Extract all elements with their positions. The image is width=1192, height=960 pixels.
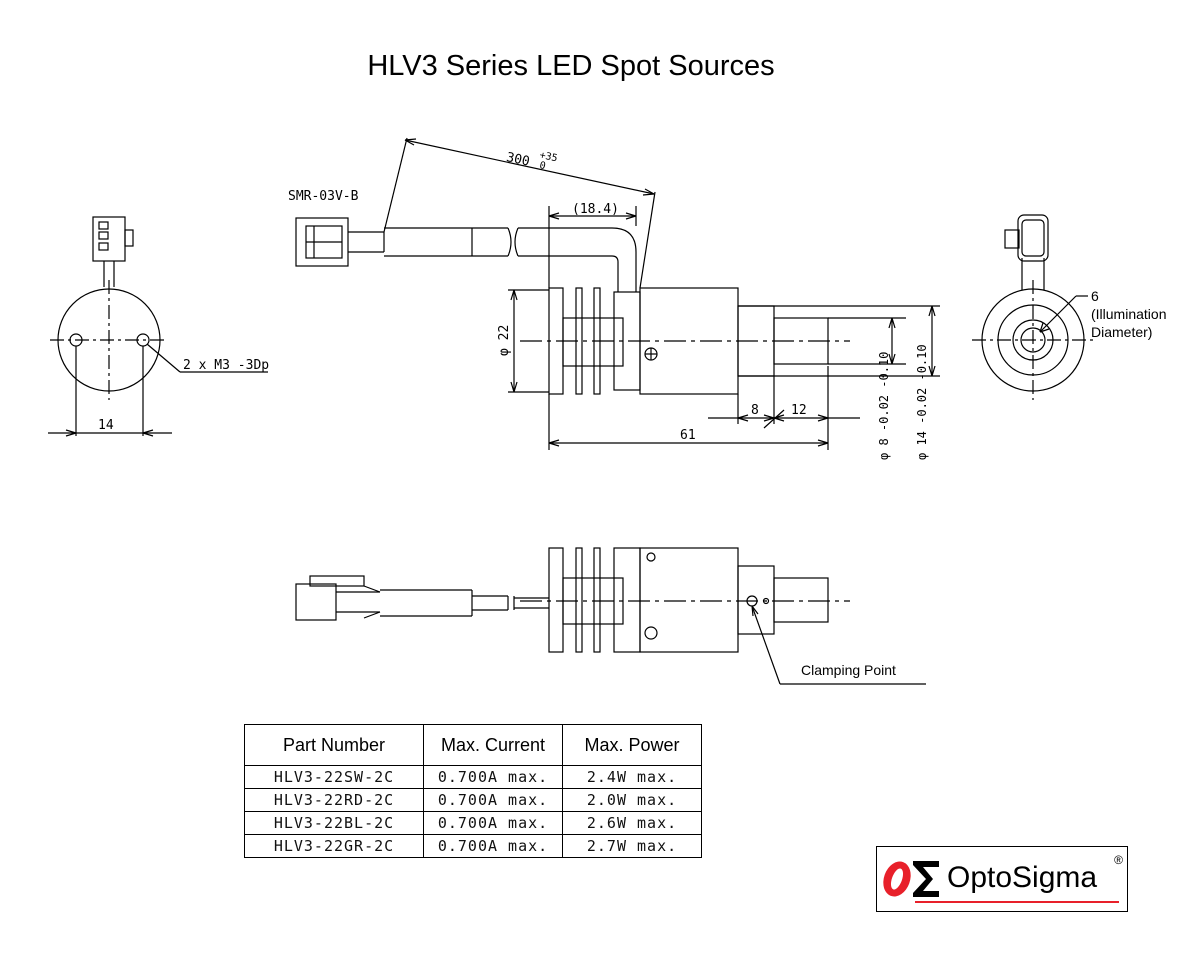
fin-length-label: (18.4) [572,202,619,217]
max-power-cell: 2.6W max. [562,811,702,835]
illumination-value: 6 [1091,288,1099,304]
header-part-number: Part Number [244,724,424,766]
connector-label: SMR-03V-B [288,189,359,204]
total-length-label: 61 [680,428,696,443]
table-header-row: Part Number Max. Current Max. Power [244,724,702,766]
part-number-cell: HLV3-22GR-2C [244,834,424,858]
nose-diameter-label: φ 8 -0.02 -0.10 [877,352,891,460]
cable-tolerance-lower: 0 [538,160,546,172]
table-row: HLV3-22SW-2C 0.700A max. 2.4W max. [244,765,702,789]
max-current-cell: 0.700A max. [423,834,563,858]
max-power-cell: 2.0W max. [562,788,702,812]
cable-tolerance-upper: +35 [538,150,558,165]
clamping-point-label: Clamping Point [801,662,896,678]
body-diameter-label: φ 22 [497,325,512,356]
table-row: HLV3-22BL-2C 0.700A max. 2.6W max. [244,811,702,835]
max-current-cell: 0.700A max. [423,788,563,812]
max-power-cell: 2.7W max. [562,834,702,858]
header-max-power: Max. Power [562,724,702,766]
hole-pitch-label: 14 [98,418,114,433]
logo-brand-name: OptoSigma [947,861,1098,894]
optosigma-logo: OptoSigma ® [876,846,1128,912]
logo-mark-icon [883,861,939,897]
side-view-bottom [295,547,926,685]
dim-12-label: 12 [791,403,807,418]
part-number-cell: HLV3-22SW-2C [244,765,424,789]
table-row: HLV3-22GR-2C 0.700A max. 2.7W max. [244,834,702,858]
max-current-cell: 0.700A max. [423,765,563,789]
max-current-cell: 0.700A max. [423,811,563,835]
shaft-diameter-label: φ 14 -0.02 -0.10 [915,344,929,460]
table-row: HLV3-22RD-2C 0.700A max. 2.0W max. [244,788,702,812]
header-max-current: Max. Current [423,724,563,766]
part-number-cell: HLV3-22RD-2C [244,788,424,812]
logo-registered-mark: ® [1114,853,1123,867]
logo-underline [915,901,1119,903]
mount-screw-label: 2 x M3 -3Dp [183,358,269,373]
left-end-view [48,216,268,437]
max-power-cell: 2.4W max. [562,765,702,789]
cable-length-label: 300 [505,150,531,170]
illumination-label-line1: (Illumination [1091,306,1166,322]
side-view-top [295,137,940,450]
right-end-view [972,214,1094,400]
illumination-label-line2: Diameter) [1091,324,1152,340]
dim-8-label: 8 [751,403,759,418]
spec-table: Part Number Max. Current Max. Power HLV3… [244,724,702,858]
page-title: HLV3 Series LED Spot Sources [367,50,775,82]
part-number-cell: HLV3-22BL-2C [244,811,424,835]
